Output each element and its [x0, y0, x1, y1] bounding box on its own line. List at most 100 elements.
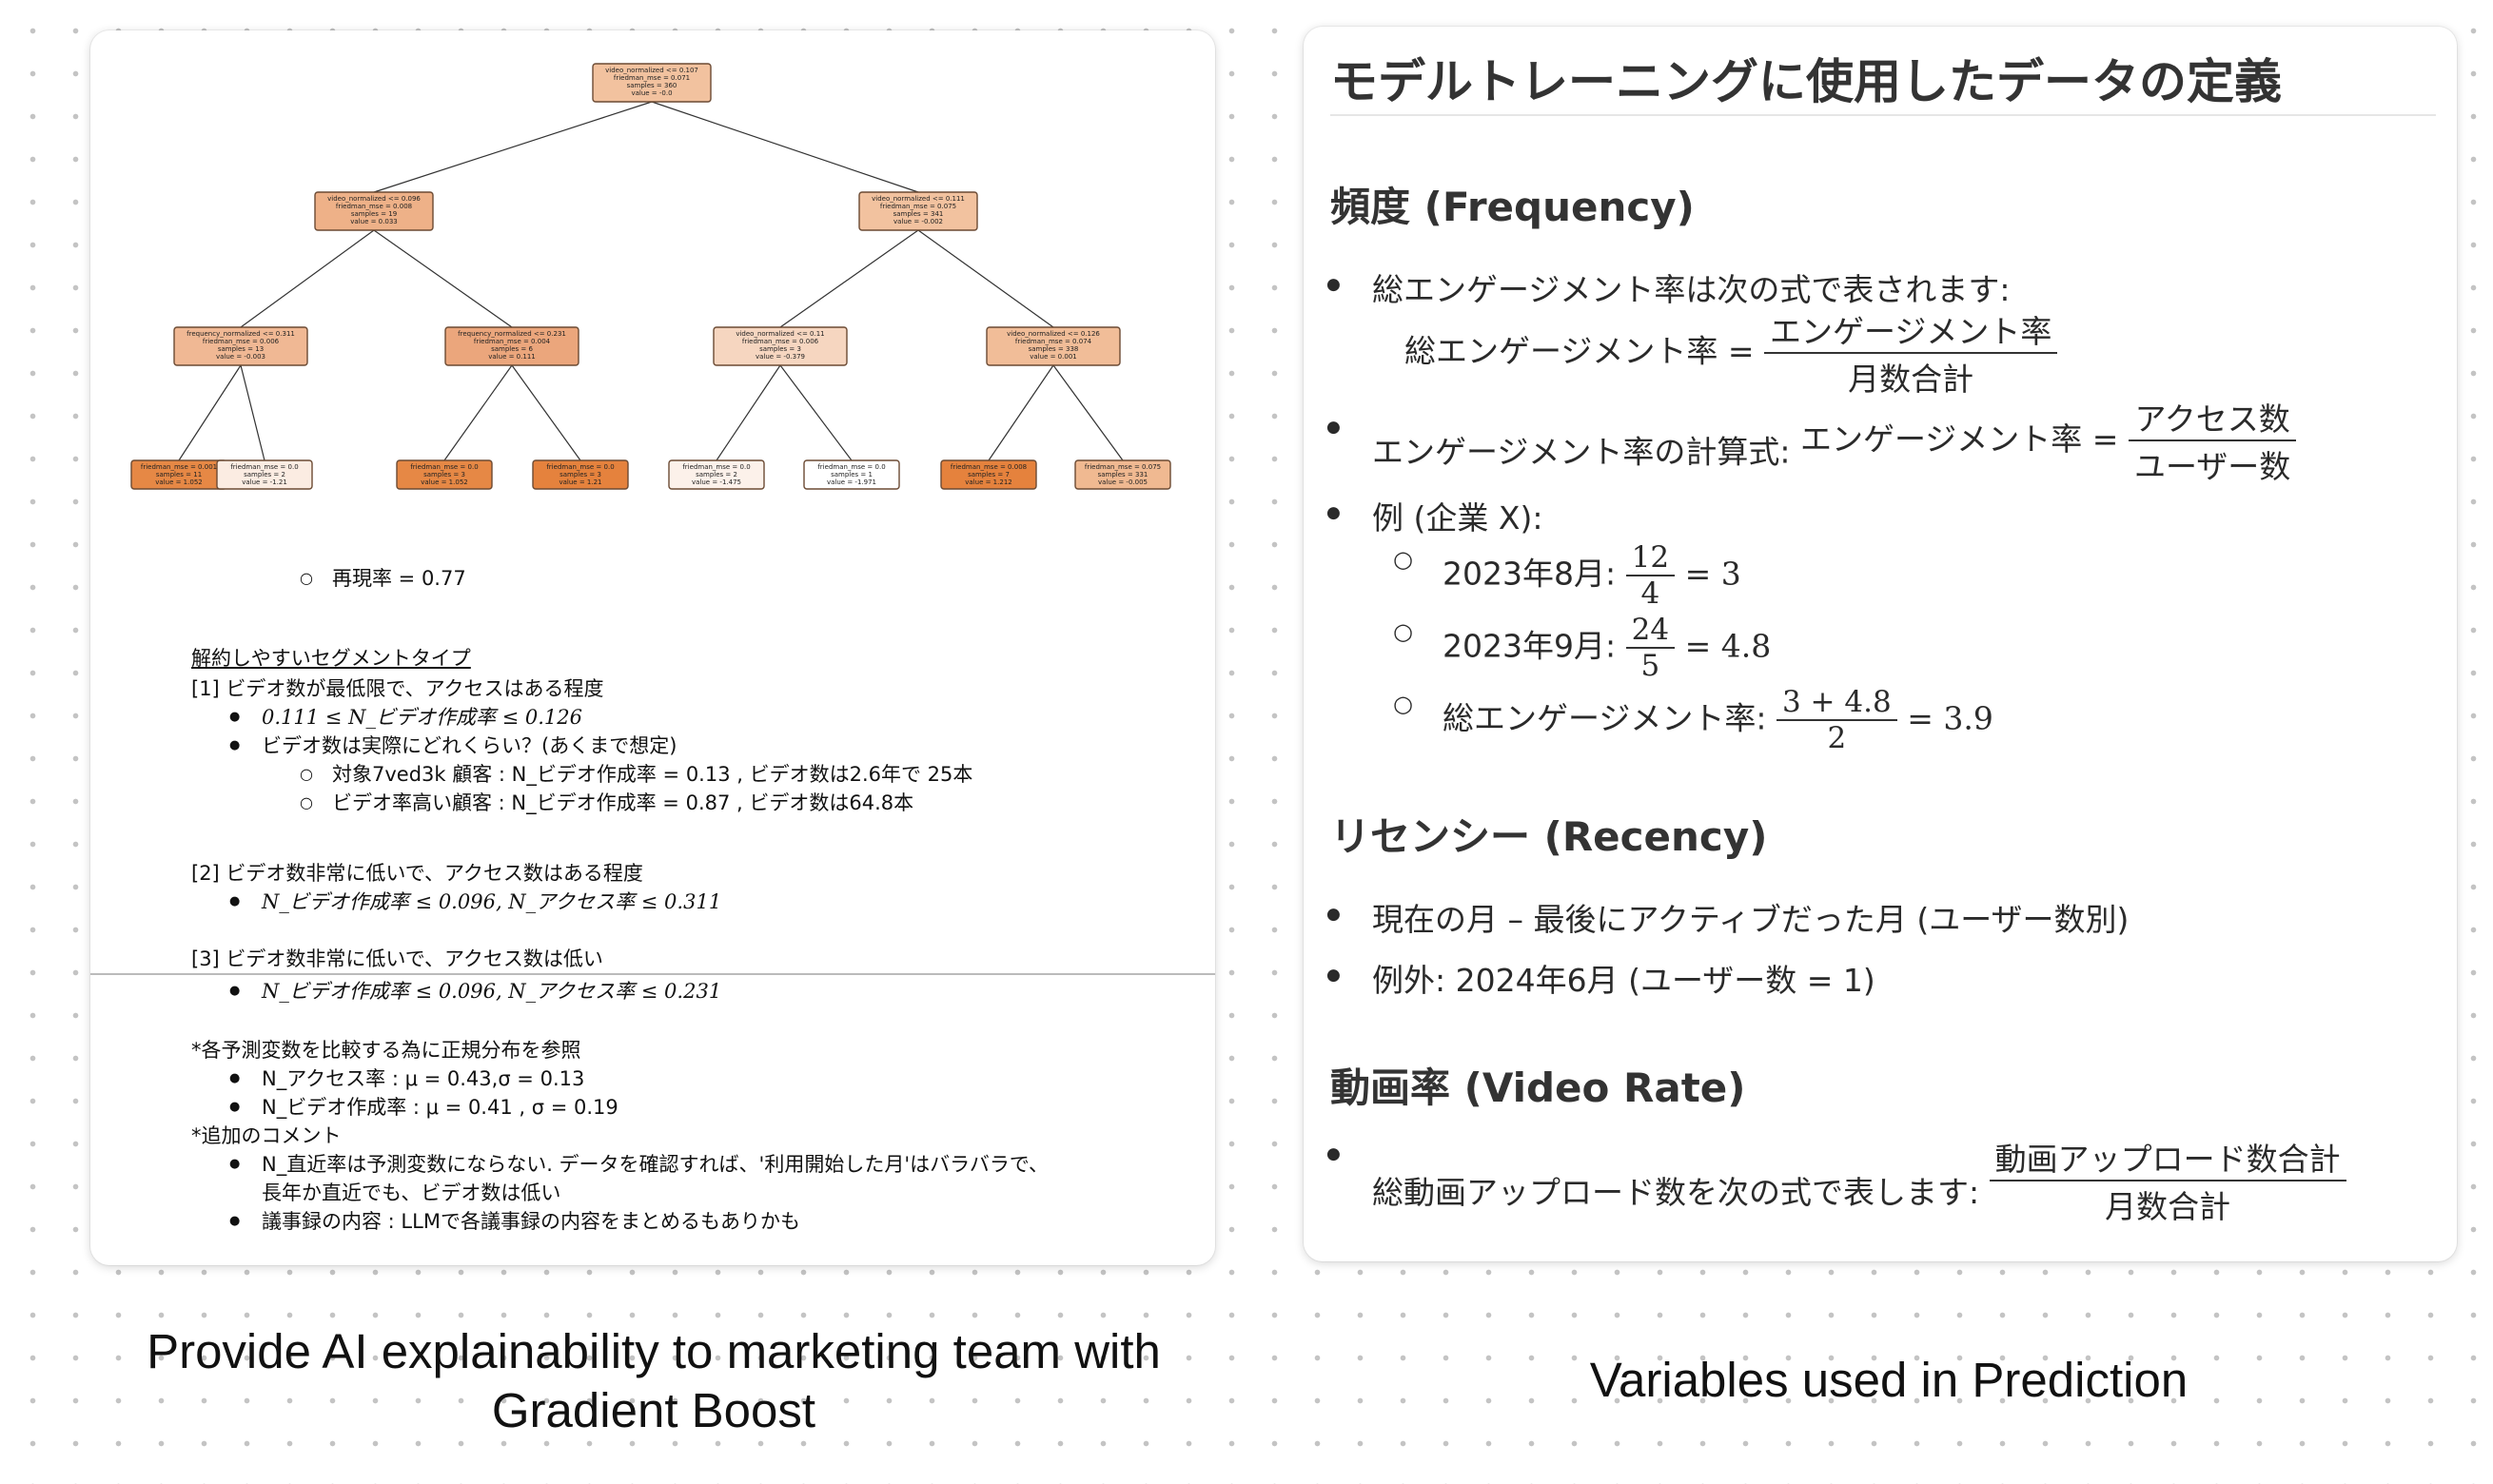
tree-node-text: value = 0.033: [350, 218, 397, 225]
reference-video: N_ビデオ作成率 : μ = 0.41 , σ = 0.19: [229, 1098, 618, 1118]
frequency-bullet-1: 総エンゲージメント率は次の式で表されます:: [1304, 264, 2010, 310]
tree-node-text: friedman_mse = 0.075: [1085, 463, 1161, 471]
tree-node-text: friedman_mse = 0.004: [474, 338, 551, 345]
reference-title: *各予測変数を比較する為に正規分布を参照: [191, 1039, 581, 1062]
tree-edge: [779, 364, 853, 461]
tree-node-text: friedman_mse = 0.074: [1015, 338, 1092, 345]
tree-edge: [716, 364, 781, 461]
segment-3-condition: N_ビデオ作成率 ≤ 0.096, N_アクセス率 ≤ 0.231: [229, 982, 721, 1002]
tree-node-text: value = 1.052: [155, 478, 202, 486]
tree-node-text: value = -1.475: [692, 478, 741, 486]
tree-node-text: samples = 2: [244, 471, 285, 478]
tree-node-text: samples = 3: [423, 471, 465, 478]
tree-node-text: friedman_mse = 0.0: [546, 463, 614, 471]
tree-node-text: samples = 3: [559, 471, 601, 478]
tree-edge: [443, 364, 513, 461]
segment-1-title: [1] ビデオ数が最低限で、アクセスはある程度: [191, 677, 604, 700]
tree-node-text: video_normalized <= 0.126: [1007, 330, 1100, 338]
recency-bullet-2: 例外: 2024年6月 (ユーザー数 = 1): [1304, 955, 1875, 1001]
left-caption: Provide AI explainability to marketing t…: [147, 1324, 1161, 1437]
tree-node-text: samples = 2: [696, 471, 737, 478]
tree-node-text: friedman_mse = 0.0: [817, 463, 885, 471]
segment-3-title: [3] ビデオ数非常に低いで、アクセス数は低い: [191, 947, 603, 970]
tree-node-text: value = 1.212: [965, 478, 1011, 486]
tree-node-text: samples = 11: [156, 471, 202, 478]
tree-node-text: value = 0.111: [488, 353, 535, 361]
example-total-engagement: 総エンゲージメント率: 3 + 4.82 = 3.9: [1304, 685, 1993, 755]
tree-edge: [178, 364, 242, 461]
tree-node-text: video_normalized <= 0.096: [327, 195, 421, 203]
page-break-line: [90, 973, 1215, 975]
extra-comment-1: N_直近率は予測変数にならない. データを確認すれば、'利用開始した月'はバラバ…: [229, 1155, 1049, 1175]
tree-node-text: samples = 331: [1098, 471, 1148, 478]
recency-heading: リセンシー (Recency): [1330, 813, 1768, 860]
right-caption: Variables used in Prediction: [1589, 1353, 2189, 1407]
tree-node-text: friedman_mse = 0.006: [203, 338, 280, 345]
recall-note: 再現率 = 0.77: [300, 569, 466, 589]
tree-edge: [1052, 364, 1124, 461]
tree-node-text: value = 0.001: [1030, 353, 1076, 361]
tree-node-text: value = -1.971: [827, 478, 876, 486]
tree-node-text: friedman_mse = 0.008: [336, 203, 412, 210]
tree-node-text: friedman_mse = 0.075: [880, 203, 956, 210]
tree-node-text: friedman_mse = 0.006: [742, 338, 819, 345]
tree-node-text: value = -0.005: [1098, 478, 1148, 486]
tree-node-text: samples = 338: [1029, 345, 1079, 353]
segment-2-condition: N_ビデオ作成率 ≤ 0.096, N_アクセス率 ≤ 0.311: [229, 892, 721, 912]
reference-access: N_アクセス率 : μ = 0.43,σ = 0.13: [229, 1069, 584, 1089]
tree-edge: [240, 364, 265, 461]
tree-edge: [240, 229, 375, 328]
segment-2-title: [2] ビデオ数非常に低いで、アクセス数はある程度: [191, 862, 643, 885]
example-sep-2023: 2023年9月: 245 = 4.8: [1304, 613, 1771, 683]
tree-node-text: value = -0.002: [893, 218, 943, 225]
frequency-heading: 頻度 (Frequency): [1330, 184, 1695, 230]
tree-node-text: samples = 19: [351, 210, 397, 218]
tree-node-text: friedman_mse = 0.001: [141, 463, 217, 471]
tree-node-text: value = -0.003: [216, 353, 265, 361]
tree-node-text: samples = 6: [491, 345, 533, 353]
tree-node-text: friedman_mse = 0.0: [682, 463, 750, 471]
tree-node: frequency_normalized <= 0.231friedman_ms…: [444, 326, 579, 366]
segment-1-example-a: 対象7ved3k 顧客 : N_ビデオ作成率 = 0.13 , ビデオ数は2.6…: [300, 765, 972, 785]
tree-node-text: value = -1.21: [242, 478, 287, 486]
tree-node-text: value = -0.0: [631, 89, 672, 97]
data-definitions-card: モデルトレーニングに使用したデータの定義 頻度 (Frequency) 総エンゲ…: [1304, 27, 2457, 1261]
tree-node-text: samples = 7: [968, 471, 1010, 478]
example-aug-2023: 2023年8月: 124 = 3: [1304, 540, 1741, 611]
video-rate-heading: 動画率 (Video Rate): [1330, 1064, 1746, 1111]
tree-edge: [373, 229, 513, 328]
segment-1-question: ビデオ数は実際にどれくらい？(あくまで想定): [229, 736, 677, 756]
tree-node-text: samples = 3: [759, 345, 801, 353]
tree-edge: [511, 364, 581, 461]
tree-node-text: samples = 13: [218, 345, 264, 353]
tree-node-text: friedman_mse = 0.008: [951, 463, 1027, 471]
tree-edge: [917, 229, 1054, 328]
tree-node-text: value = -0.379: [756, 353, 805, 361]
tree-edge: [373, 101, 653, 193]
extra-comment-2: 議事録の内容 : LLMで各議事録の内容をまとめるもありかも: [229, 1212, 800, 1232]
extra-comment-1-cont: 長年か直近でも、ビデオ数は低い: [262, 1181, 561, 1204]
tree-node-text: frequency_normalized <= 0.311: [186, 330, 295, 338]
tree-edge: [651, 101, 919, 193]
example-heading: 例 (企業 X):: [1304, 493, 1542, 538]
tree-node-text: friedman_mse = 0.0: [410, 463, 478, 471]
definitions-title: モデルトレーニングに使用したデータの定義: [1330, 54, 2282, 109]
extra-comments-title: *追加のコメント: [191, 1124, 342, 1147]
tree-edge: [988, 364, 1054, 461]
